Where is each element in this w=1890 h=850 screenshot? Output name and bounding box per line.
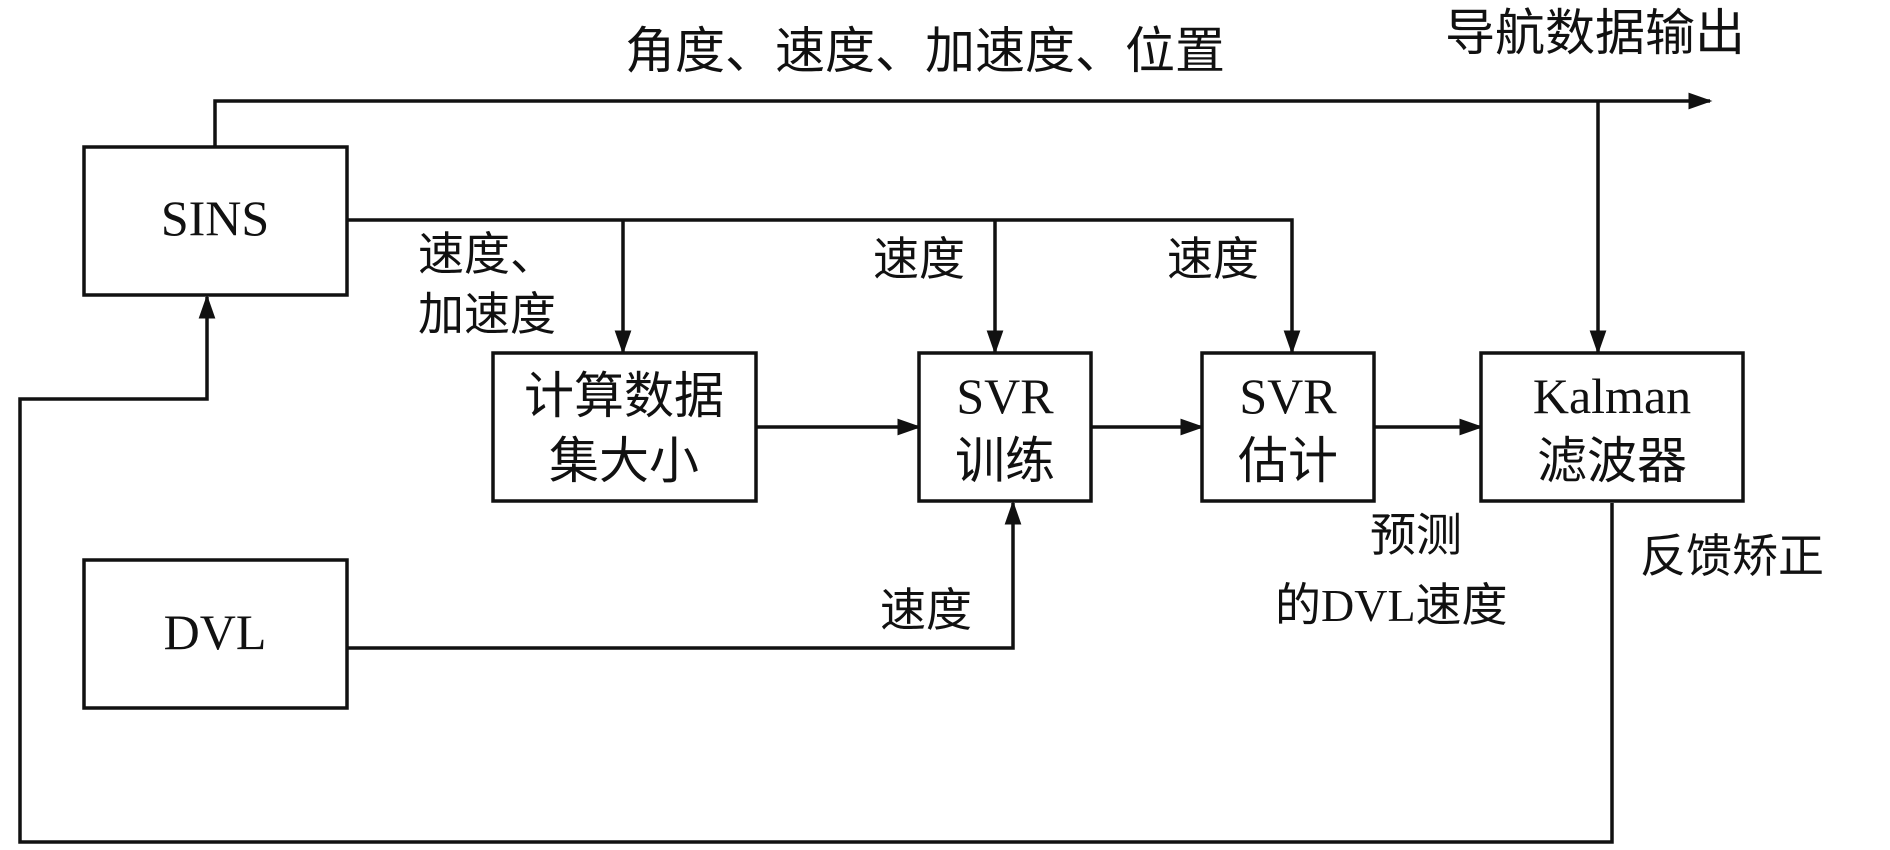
svr-estimate-label-line1: SVR [1239,368,1337,424]
svr-estimate-label-line2: 估计 [1238,433,1338,489]
predicted-dvl-label-line1: 预测 [1370,510,1462,561]
sins-to-dataset-label-line1: 速度、 [418,229,556,280]
sins-velocity-bus [347,218,1301,355]
dvl-label: DVL [164,604,267,660]
sins-box [82,145,349,297]
sins-to-dataset-label-line2: 加速度 [418,289,556,340]
dvl-to-train-label: 速度 [880,585,972,636]
nav-output-bus [213,92,1713,147]
top-signals-label: 角度、速度、加速度、位置 [625,23,1225,79]
svr-train-box [917,351,1093,503]
feedback-correction-label: 反馈矫正 [1640,531,1824,582]
svr-train-label-line1: SVR [956,368,1054,424]
kalman-label-line2: 滤波器 [1537,433,1687,489]
svr-estimate-box [1200,351,1376,503]
dvl-to-train-arrow [347,500,1022,650]
kalman-label-line1: Kalman [1533,368,1691,424]
dataset-size-label-line1: 计算数据 [524,368,724,424]
feedback-loop-arrow [18,294,1614,844]
dataset-size-label-line2: 集大小 [549,433,699,489]
svr-train-label-line2: 训练 [955,433,1055,489]
dataset-size-box [491,351,758,503]
predicted-dvl-label-line2: 的DVL速度 [1275,580,1508,631]
nav-output-label: 导航数据输出 [1445,5,1745,61]
sins-to-estimate-label: 速度 [1167,234,1259,285]
kalman-filter-box [1479,351,1745,503]
sins-to-train-label: 速度 [873,234,965,285]
dvl-box [82,558,349,710]
sins-label: SINS [161,190,269,246]
